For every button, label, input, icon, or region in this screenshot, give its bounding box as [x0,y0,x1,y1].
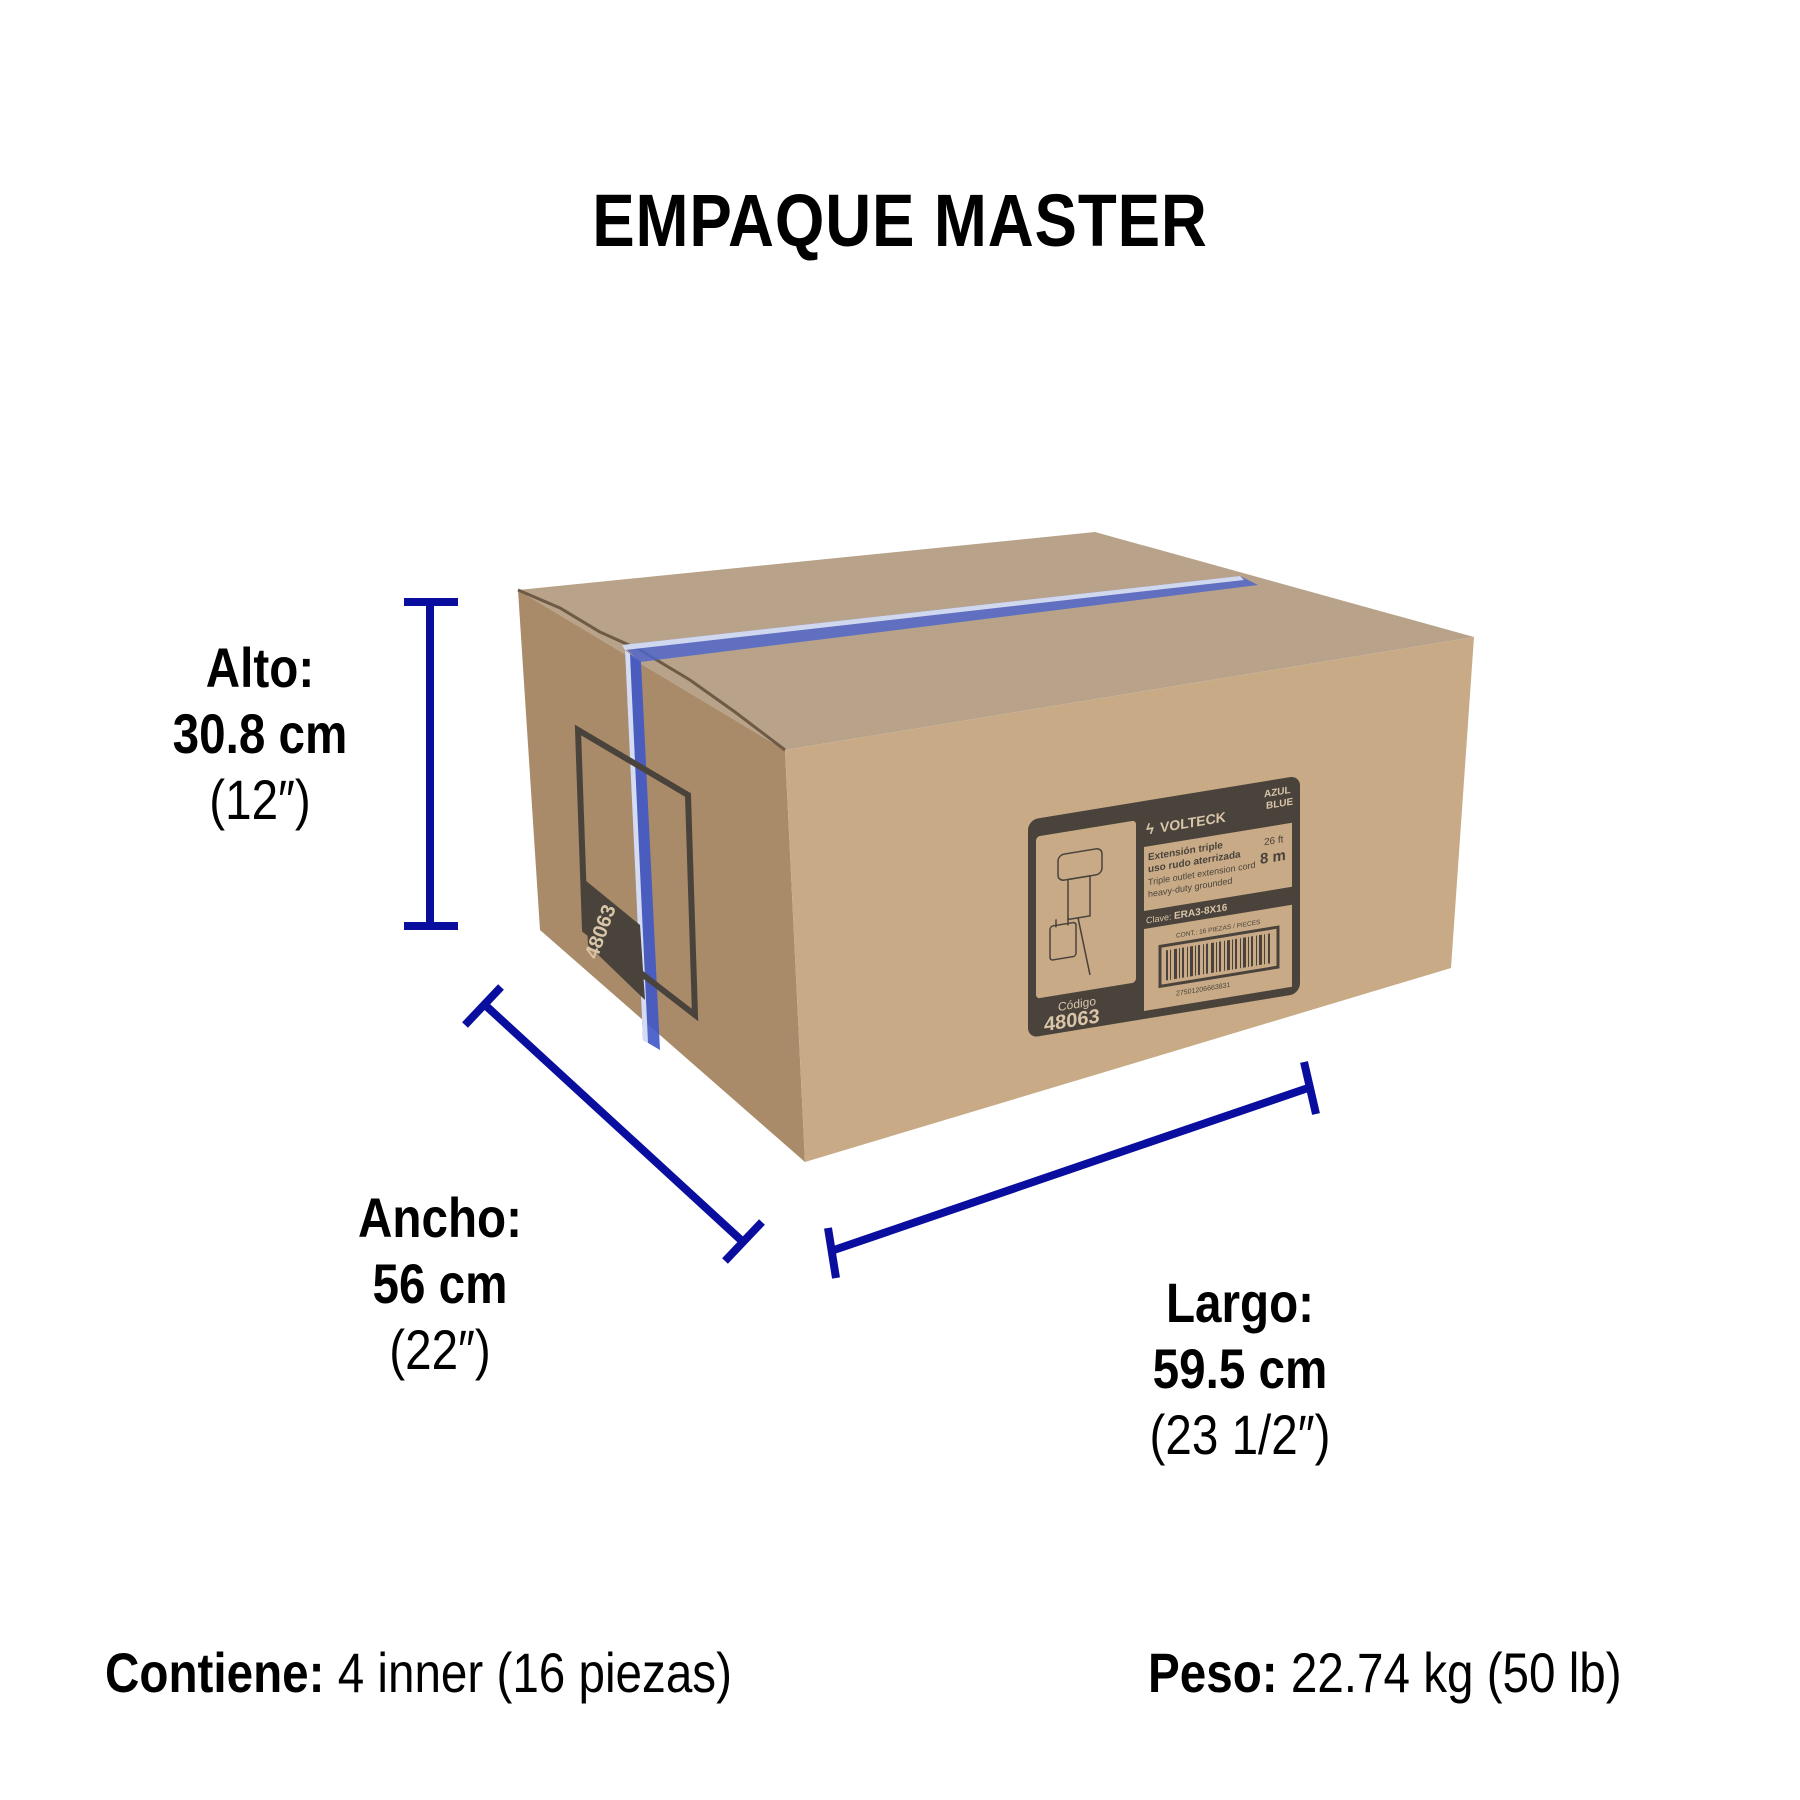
left-face-label: 48063 [574,724,699,1022]
label-clave-label: Clave: [1146,912,1171,926]
alto-label: Alto: [205,636,315,699]
footer-weight: Peso: 22.74 kg (50 lb) [1148,1640,1622,1705]
box-left-face [518,590,805,1162]
dimension-largo-line [824,1061,1320,1279]
peso-label: Peso: [1148,1641,1278,1704]
contiene-value: 4 inner (16 piezas) [337,1641,732,1704]
lightning-icon: ϟ [1146,820,1154,838]
page-title: EMPAQUE MASTER [592,179,1208,262]
ancho-label: Ancho: [358,1186,522,1249]
front-face-label: VOLTECK ϟ AZUL BLUE Extensión triple uso… [1028,776,1300,1037]
label-color-en: BLUE [1266,797,1293,812]
dimension-alto-line [404,598,458,930]
largo-metric: 59.5 cm [1152,1337,1328,1400]
barcode-bars [1166,933,1270,981]
footer-contents: Contiene: 4 inner (16 piezas) [105,1640,732,1705]
contiene-label: Contiene: [105,1641,325,1704]
ancho-metric: 56 cm [372,1252,508,1315]
label-length-m: 8 m [1260,847,1286,868]
largo-imperial: (23 1/2″) [1149,1403,1331,1466]
alto-imperial: (12″) [209,768,311,831]
alto-metric: 30.8 cm [172,702,348,765]
dimension-ancho-label: Ancho: 56 cm (22″) [270,1185,610,1383]
label-length-ft: 26 ft [1264,834,1284,848]
ancho-imperial: (22″) [389,1318,491,1381]
peso-value: 22.74 kg (50 lb) [1290,1641,1622,1704]
tape-left-highlight [625,650,648,1043]
extension-cord-drawing-icon [1049,848,1103,976]
barcode [1158,925,1280,989]
tape-top-highlight [622,576,1244,650]
largo-label: Largo: [1165,1271,1315,1334]
tape-top [622,576,1258,662]
dimension-ancho-line [462,984,765,1264]
label-codigo-label: Código [1058,994,1096,1014]
label-color-es: AZUL [1264,785,1291,800]
dimension-largo-label: Largo: 59.5 cm (23 1/2″) [1050,1270,1430,1468]
dimension-alto-label: Alto: 30.8 cm (12″) [90,635,430,833]
